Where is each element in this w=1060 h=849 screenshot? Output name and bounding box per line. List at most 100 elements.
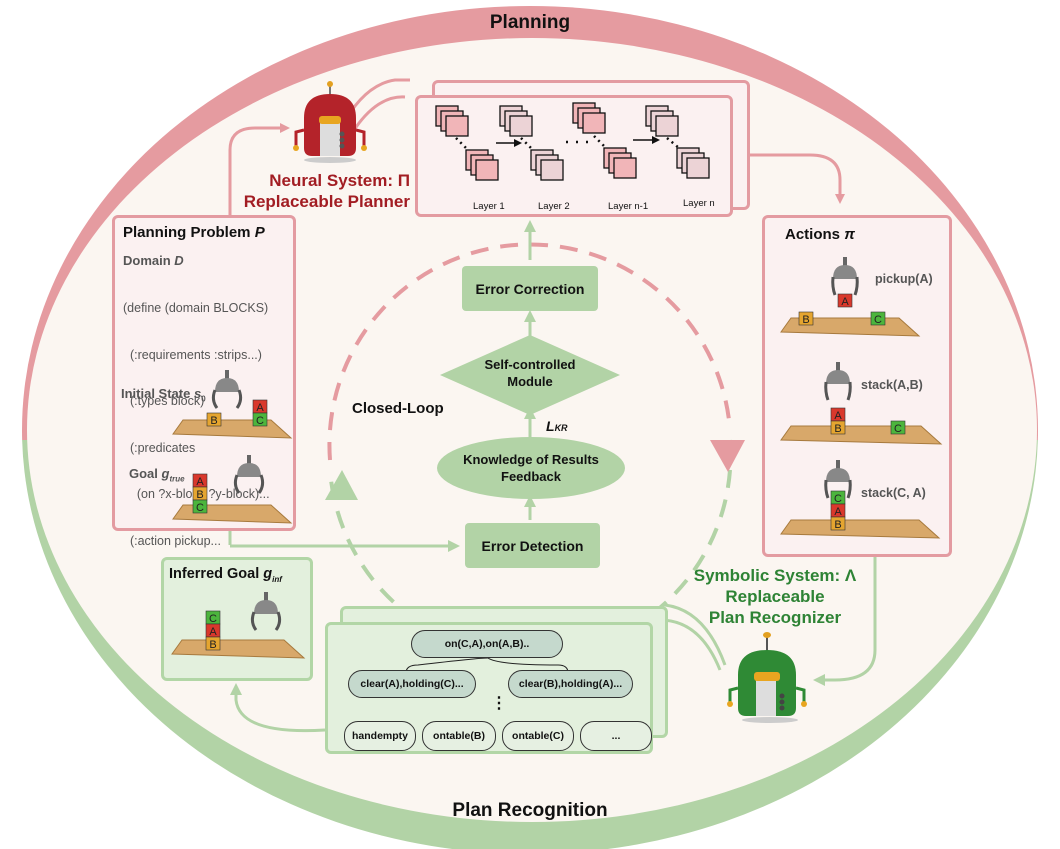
symbolic-system-line1: Symbolic System: Λ <box>693 566 857 585</box>
lkr-main: L <box>546 418 555 434</box>
gripper-icon <box>211 370 243 409</box>
svg-text:C: C <box>834 493 842 505</box>
lkr-label: LKR <box>546 418 568 434</box>
layer-n-label: Layer n <box>683 198 715 209</box>
closed-loop-arrow-pink <box>710 440 745 472</box>
action-step-label: stack(A,B) <box>861 378 923 392</box>
svg-text:C: C <box>209 613 217 625</box>
block-A: A <box>192 473 208 488</box>
block-B: B <box>830 516 846 531</box>
layer-connector <box>593 135 607 149</box>
goal-var: g <box>161 466 170 481</box>
symbolic-system-line3: Plan Recognizer <box>708 608 842 627</box>
table-surface <box>780 425 943 445</box>
actions-title-text: Actions <box>785 226 845 243</box>
gripper-icon <box>233 455 265 494</box>
error-correction-node: Error Correction <box>462 266 598 311</box>
scm-line2: Module <box>507 374 553 389</box>
planning-problem-panel: Planning Problem P Domain D (define (dom… <box>112 215 296 548</box>
goal-sub: true <box>169 474 185 484</box>
svg-text:C: C <box>874 314 882 326</box>
inferred-goal-var: g <box>263 566 273 582</box>
block-A: A <box>837 293 853 308</box>
svg-text:B: B <box>802 314 809 326</box>
action-stack-ca-scene: CAB <box>780 460 941 539</box>
network-to-actions-arrow <box>748 153 845 204</box>
tree-leaf-node: ontable(C) <box>502 721 574 751</box>
table-surface <box>780 519 941 539</box>
actions-title: Actions π <box>785 226 855 243</box>
self-controlled-module-label: Self-controlled Module <box>440 356 620 390</box>
block-B: B <box>798 311 814 326</box>
network-diagram <box>435 102 710 181</box>
svg-text:A: A <box>834 506 842 518</box>
lkr-sub: KR <box>554 423 568 433</box>
kr-feedback-line1: Knowledge of Results <box>463 452 599 467</box>
layer-stack-icon <box>530 149 564 181</box>
svg-text:A: A <box>196 476 204 488</box>
block-C: C <box>205 610 221 625</box>
kr-feedback-line2: Feedback <box>501 469 561 484</box>
planning-problem-title-text: Planning Problem <box>123 224 255 241</box>
inferred-goal-scene: CAB <box>171 592 306 659</box>
svg-text:B: B <box>834 423 841 435</box>
code-line: (:types block) <box>123 394 205 408</box>
domain-label-text: Domain <box>123 253 175 268</box>
red-robot-icon <box>293 81 367 163</box>
layer-connector <box>455 137 469 151</box>
block-A: A <box>830 407 846 422</box>
code-line: (:predicates <box>123 440 196 455</box>
table-surface <box>171 639 306 659</box>
layer-1-label: Layer 1 <box>473 201 505 212</box>
recognition-tree-panel: on(C,A),on(A,B).. clear(A),holding(C)...… <box>325 622 653 754</box>
code-line: (define (domain BLOCKS) <box>123 301 269 315</box>
svg-text:C: C <box>196 502 204 514</box>
neural-system-line2: Replaceable Planner <box>243 192 410 211</box>
neural-system-label: Neural System: Π Replaceable Planner <box>210 170 410 212</box>
table-surface <box>172 504 293 524</box>
tree-level2-node: clear(A),holding(C)... <box>348 670 476 698</box>
tree-leaf-node: handempty <box>344 721 416 751</box>
svg-text:A: A <box>256 402 264 414</box>
inferred-goal-text: Inferred Goal <box>169 566 264 582</box>
block-A: A <box>205 623 221 638</box>
inferred-goal-sub: inf <box>272 574 282 584</box>
svg-text:A: A <box>209 626 217 638</box>
symbolic-system-line2: Replaceable <box>725 587 825 606</box>
error-detection-node: Error Detection <box>465 523 600 568</box>
domain-var: D <box>174 253 184 268</box>
layer-stack-icon <box>435 105 469 137</box>
neural-system-line1: Neural System: Π <box>269 171 410 190</box>
action-step-label: pickup(A) <box>875 272 933 286</box>
layer-connector <box>666 137 680 149</box>
gripper-icon <box>824 460 852 499</box>
block-A: A <box>830 503 846 518</box>
initial-state-scene: BAC <box>172 370 293 439</box>
table-surface <box>172 419 293 439</box>
svg-text:A: A <box>834 410 842 422</box>
layer-stack-icon <box>572 102 606 134</box>
closed-loop-label: Closed-Loop <box>352 400 444 417</box>
block-B: B <box>192 486 208 501</box>
svg-text:C: C <box>256 415 264 427</box>
layer-connector <box>520 137 534 151</box>
closed-loop-dashed-top <box>327 242 732 461</box>
code-line: (:action pickup... <box>123 533 221 548</box>
tree-leaf-node: ... <box>580 721 652 751</box>
svg-text:B: B <box>209 639 216 651</box>
layer-stack-icon <box>676 147 710 179</box>
domain-label: Domain D <box>123 253 184 268</box>
tree-level2-node: clear(B),holding(A)... <box>508 670 633 698</box>
symbolic-system-label: Symbolic System: Λ Replaceable Plan Reco… <box>670 565 880 628</box>
inferred-goal-title: Inferred Goal ginf <box>169 566 282 584</box>
block-C: C <box>252 412 268 427</box>
self-controlled-module-node <box>440 335 620 415</box>
layer-stack-icon <box>645 105 679 137</box>
recognizer-to-tree-line-2 <box>664 603 727 666</box>
scm-line1: Self-controlled <box>484 357 576 372</box>
layer-stack-icon <box>499 105 533 137</box>
